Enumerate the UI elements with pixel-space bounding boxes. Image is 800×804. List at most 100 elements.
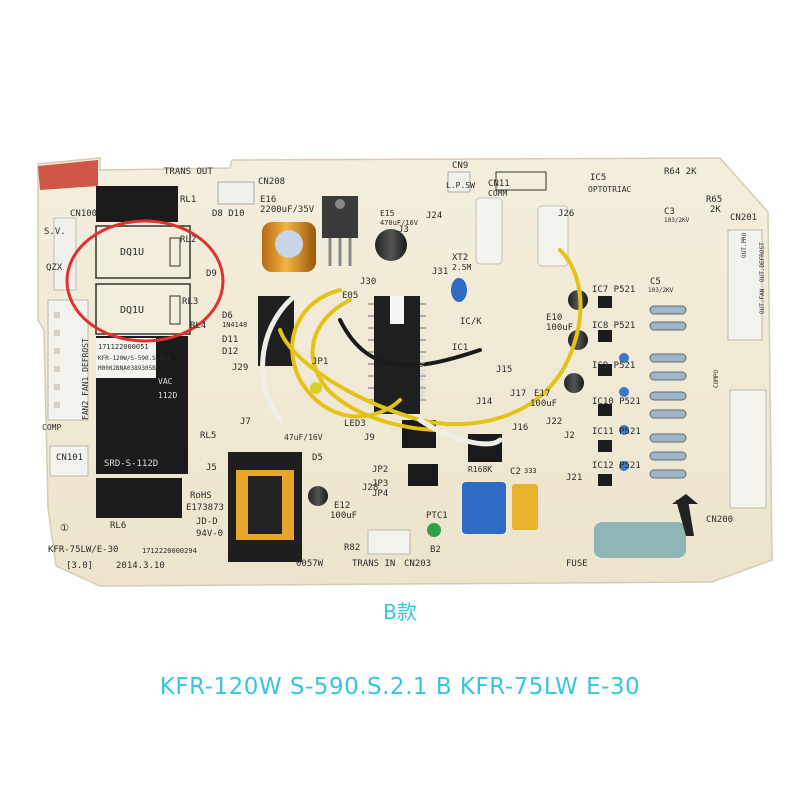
highlight-circle <box>65 219 225 343</box>
label-j21: J21 <box>566 473 583 483</box>
label-e05: E05 <box>342 291 359 301</box>
label-rl6: RL6 <box>110 521 127 531</box>
label-rl3: RL3 <box>182 297 199 307</box>
label-j31: J31 <box>432 267 449 277</box>
label-e15: E15 <box>380 209 395 218</box>
label-rohs: RoHS <box>190 491 212 501</box>
label-xt2: XT2 <box>452 253 469 263</box>
relay-sticker-1: 171122000051 <box>98 343 149 351</box>
label-ic10: IC10 P521 <box>592 397 641 407</box>
label-e10-val: 100uF <box>546 323 574 333</box>
label-sv: S.V. <box>44 227 66 237</box>
connector-cn9 <box>447 171 471 193</box>
label-jp2: JP2 <box>372 465 389 475</box>
relay-rl6 <box>96 478 182 518</box>
label-jp4: JP4 <box>372 489 389 499</box>
capacitor-e15 <box>375 229 407 261</box>
label-e12: E12 <box>334 501 351 511</box>
label-r65-val: 2K <box>710 205 721 215</box>
capacitor-e17 <box>564 373 584 393</box>
label-j28: J28 <box>362 483 379 493</box>
connector-cn101 <box>49 445 89 477</box>
label-d6: D6 <box>222 311 233 321</box>
label-rl4: RL4 <box>190 321 207 331</box>
label-lpsw: L.P.SW <box>446 181 475 190</box>
label-revision: [3.0] <box>66 561 94 571</box>
label-e16: E16 <box>260 195 277 205</box>
variant-caption: B款 <box>383 600 417 624</box>
label-cn11: CN11 <box>488 179 510 189</box>
label-ic8: IC8 P521 <box>592 321 636 331</box>
label-jp3: JP3 <box>372 479 389 489</box>
label-dq1u-a: DQ1U <box>120 247 145 258</box>
label-compo: COMPO <box>713 369 720 388</box>
label-j2: J2 <box>564 431 575 441</box>
label-cn208: CN208 <box>258 177 286 187</box>
plug-black-3 <box>408 464 438 486</box>
arrow-up-icon <box>672 494 698 536</box>
label-out-defrost: OUT.DEFROST <box>759 242 766 282</box>
relay-rl5 <box>96 424 188 474</box>
label-cn9: CN9 <box>452 161 469 171</box>
capacitor-yellow <box>512 484 538 530</box>
label-r64: R64 2K <box>664 167 697 177</box>
connector-cn11 <box>495 171 547 191</box>
label-circle-mark: ① <box>60 523 69 534</box>
label-ic1: IC1 <box>452 343 469 353</box>
label-j16: J16 <box>512 423 529 433</box>
label-c3-val: 103/2KV <box>664 217 690 224</box>
label-rl5: RL5 <box>200 431 217 441</box>
label-ic9: IC9 P521 <box>592 361 636 371</box>
relay-sticker <box>96 338 156 378</box>
capacitor-x2 <box>594 522 686 558</box>
label-j9: J9 <box>364 433 375 443</box>
label-j29: J29 <box>232 363 249 373</box>
label-rl2: RL2 <box>180 235 197 245</box>
label-d5: D5 <box>312 453 323 463</box>
label-date: 2014.3.10 <box>116 561 165 571</box>
relay-rating: VAC <box>158 377 173 386</box>
label-fuse: FUSE <box>566 559 588 569</box>
label-rl1: RL1 <box>180 195 197 205</box>
label-c5-val: 103/2KV <box>648 287 674 294</box>
capacitor-e10 <box>568 290 588 310</box>
connector-cn200 <box>729 389 767 509</box>
label-j15: J15 <box>496 365 513 375</box>
optocoupler-array <box>598 296 612 486</box>
voltage-regulator <box>322 196 358 238</box>
label-r65: R65 <box>706 195 723 205</box>
label-j14: J14 <box>476 397 493 407</box>
connector-cn203 <box>367 529 411 555</box>
label-model: KFR-75LW/E-30 <box>48 545 119 555</box>
label-ic12: IC12 P521 <box>592 461 641 471</box>
connector-pins <box>54 312 60 408</box>
relay-part: SRD-S-112D <box>104 459 159 469</box>
label-flame: 94V-0 <box>196 529 224 539</box>
label-cn201: CN201 <box>730 213 758 223</box>
model-caption: KFR-120W S-590.S.2.1 B KFR-75LW E-30 <box>159 674 641 700</box>
label-c3: C3 <box>664 207 675 217</box>
connector-cn201 <box>727 229 763 341</box>
label-cn100: CN100 <box>70 209 98 219</box>
label-c2: C2 <box>510 467 521 477</box>
plug-black-2 <box>468 434 502 462</box>
label-cn101: CN101 <box>56 453 84 463</box>
relay-sticker-2: KFR-120W/S-590.S.2.1 <box>98 355 171 362</box>
label-j3: J3 <box>398 225 409 235</box>
relay-rl3 <box>95 283 191 335</box>
connector-cn208 <box>217 181 255 205</box>
label-r82: R82 <box>344 543 361 553</box>
label-c5: C5 <box>650 277 661 287</box>
label-j24: J24 <box>426 211 443 221</box>
label-ic11: IC11 P521 <box>592 427 641 437</box>
label-e-number: E173873 <box>186 503 224 513</box>
label-e17-val: 100uF <box>530 399 558 409</box>
capacitor-e12 <box>308 486 328 506</box>
label-led3: LED3 <box>344 419 366 429</box>
label-cn203: CN203 <box>404 559 432 569</box>
label-ntc: R168K <box>468 465 493 474</box>
label-bottom-code: 0057W <box>296 559 324 569</box>
crystal-xt2 <box>451 278 467 302</box>
label-comp: COMP <box>42 423 62 432</box>
